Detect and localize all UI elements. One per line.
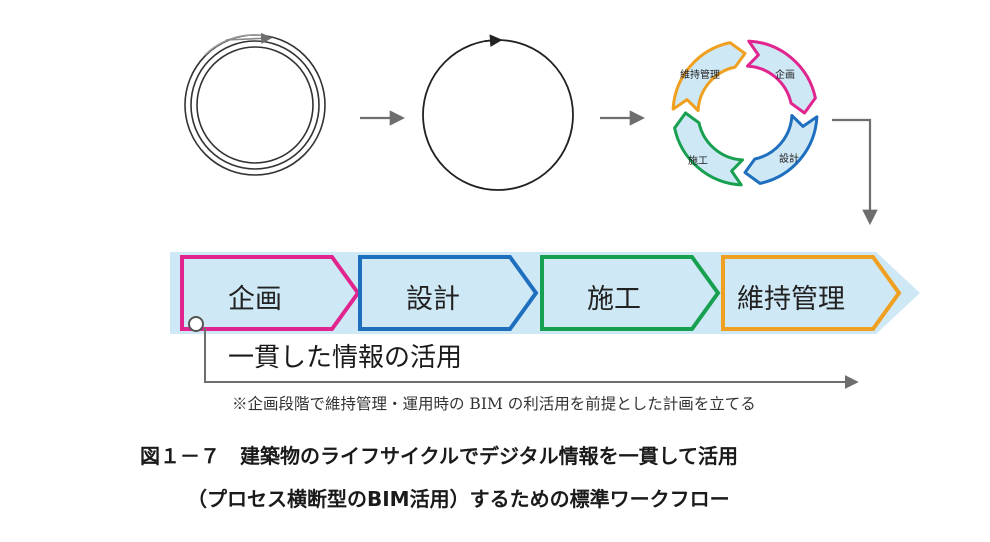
stage-chevron-planning [180,255,361,331]
cycle-segment-design [743,114,819,185]
stage-chevrons [180,255,902,331]
stage-label-construction: 施工 [587,284,641,315]
stage-chevron-maintenance [721,255,902,331]
start-node [188,316,204,332]
cycle-label-construction: 施工 [688,156,708,167]
consistent-use-label: 一貫した情報の活用 [228,343,463,373]
caption-line-2: （プロセス横断型のBIM活用）するための標準ワークフロー [187,487,730,511]
single-circle-icon [422,34,574,191]
consistent-use-arrow [204,328,859,389]
connector-arrow [832,118,878,226]
stage-label-maintenance: 維持管理 [737,284,845,315]
stage-chevron-design [358,255,539,331]
stage-label-design: 設計 [406,284,460,315]
cycle-segment-planning [746,39,817,115]
note-text: ※企画段階で維持管理・運用時の BIM の利活用を前提とした計画を立てる [232,395,756,413]
cycle-label-design: 設計 [779,154,799,165]
flow-band [170,252,876,334]
cycle-segment-construction [673,111,744,187]
stage-label-planning: 企画 [228,284,282,315]
spiral-circles-icon [184,32,326,176]
caption-line-1: 図１－７ 建築物のライフサイクルでデジタル情報を一貫して活用 [140,444,738,468]
cycle-label-planning: 企画 [775,70,795,81]
cycle-segment-maintenance [671,41,747,112]
lifecycle-cycle [671,39,819,187]
stage-chevron-construction [540,255,721,331]
cycle-label-maintenance: 維持管理 [680,70,720,81]
